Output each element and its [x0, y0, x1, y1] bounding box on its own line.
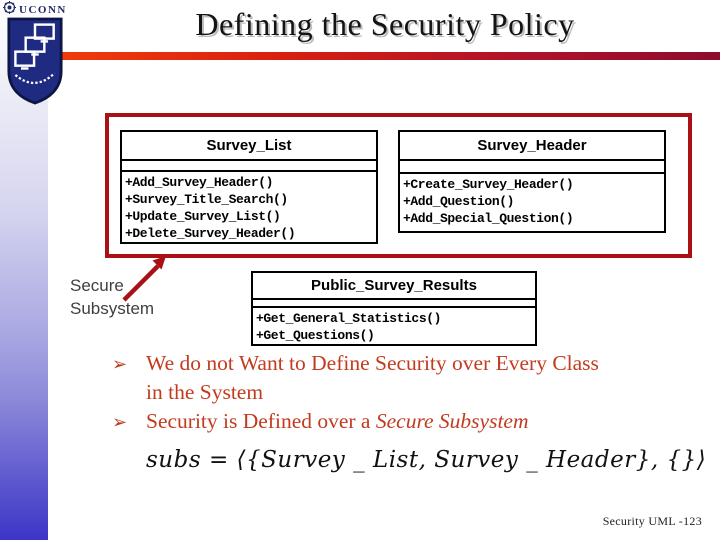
uml-class-attributes-compartment	[122, 161, 376, 172]
bullet-text-italic: Secure Subsystem	[375, 409, 529, 433]
class-method: +Get_General_Statistics()	[256, 311, 442, 326]
uml-class-name: Public_Survey_Results	[253, 273, 535, 300]
uml-class-name: Survey_List	[122, 132, 376, 161]
uml-class-survey-header: Survey_Header +Create_Survey_Header() +Ad…	[398, 130, 666, 233]
uml-class-survey-list: Survey_List +Add_Survey_Header() +Survey_…	[120, 130, 378, 244]
class-method: +Create_Survey_Header()	[403, 177, 574, 192]
bullet-text-line1: We do not Want to Define Security over E…	[146, 351, 599, 375]
arrowhead-bullet-icon: ➢	[112, 412, 128, 433]
bullet-text-line2: in the System	[146, 380, 264, 404]
bullet-text: Security is Defined over a	[146, 409, 376, 433]
arrowhead-bullet-icon: ➢	[112, 354, 128, 375]
class-method: +Get_Questions()	[256, 328, 375, 343]
uml-class-name: Survey_Header	[400, 132, 664, 161]
computer-science-shield-icon	[7, 17, 63, 105]
uml-class-public-survey-results: Public_Survey_Results +Get_General_Stati…	[251, 271, 537, 346]
secure-subsystem-label: Secure Subsystem	[70, 274, 154, 320]
page-title: Defining the Security Policy	[195, 6, 575, 42]
class-method: +Update_Survey_List()	[125, 209, 281, 224]
bullet-list: ➢ We do not Want to Define Security over…	[112, 349, 672, 436]
bullet-item: ➢ Security is Defined over a Secure Subs…	[112, 407, 672, 436]
secure-subsystem-arrow-icon	[114, 252, 174, 306]
uml-class-methods: +Get_General_Statistics() +Get_Questions(…	[253, 308, 535, 344]
title-gradient-bar	[44, 52, 720, 60]
class-method: +Add_Special_Question()	[403, 211, 574, 226]
class-method: +Delete_Survey_Header()	[125, 226, 296, 241]
uml-class-methods: +Create_Survey_Header() +Add_Question() +A…	[400, 174, 664, 231]
uconn-wordmark-text: UCONN	[19, 4, 67, 16]
bullet-item: ➢ We do not Want to Define Security over…	[112, 349, 672, 407]
uml-class-attributes-compartment	[400, 161, 664, 174]
secure-subsystem-label-line1: Secure	[70, 276, 124, 295]
uml-class-attributes-compartment	[253, 300, 535, 308]
uconn-wordmark: UCONN	[3, 1, 67, 19]
class-method: +Survey_Title_Search()	[125, 192, 288, 207]
class-method: +Add_Survey_Header()	[125, 175, 274, 190]
uconn-seal-icon	[3, 1, 16, 19]
secure-subsystem-boundary-box	[105, 113, 692, 258]
class-method: +Add_Question()	[403, 194, 515, 209]
footer-slide-label: Security UML -123	[602, 514, 702, 528]
subsystem-formula: subs = ⟨{Survey _ List, Survey _ Header}…	[146, 447, 707, 473]
uml-class-methods: +Add_Survey_Header() +Survey_Title_Search…	[122, 172, 376, 242]
secure-subsystem-label-line2: Subsystem	[70, 299, 155, 318]
